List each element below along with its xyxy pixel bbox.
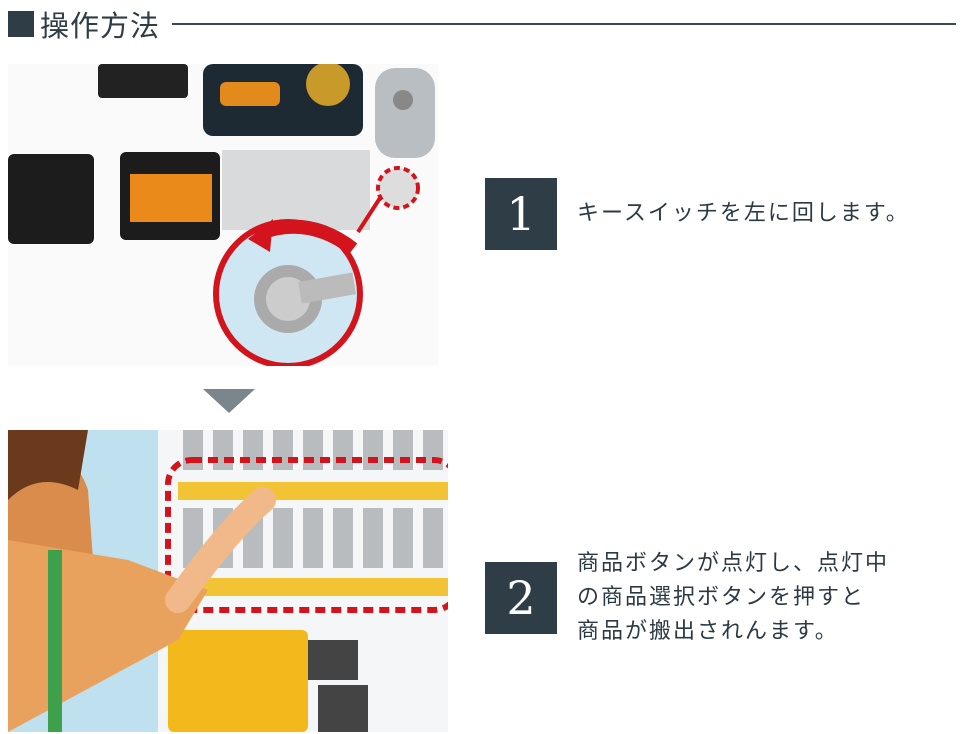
section-header: 操作方法 — [8, 6, 956, 43]
vending-button-illustration — [8, 430, 448, 732]
step-number-badge: 2 — [485, 562, 557, 634]
step-description: 商品ボタンが点灯し、点灯中 の商品選択ボタンを押すと 商品が搬出されんます。 — [577, 547, 927, 649]
key-switch-illustration — [8, 64, 438, 366]
step-description-line: 商品が搬出されんます。 — [577, 619, 839, 644]
step-description: キースイッチを左に回します。 — [577, 201, 910, 226]
down-arrow-icon — [203, 389, 255, 413]
step-number-badge: 1 — [485, 178, 557, 250]
header-divider — [172, 23, 956, 25]
step-1: 1 キースイッチを左に回します。 — [485, 178, 910, 250]
step-description-line: 商品ボタンが点灯し、点灯中 — [577, 551, 890, 576]
step-2: 2 商品ボタンが点灯し、点灯中 の商品選択ボタンを押すと 商品が搬出されんます。 — [485, 547, 927, 649]
section-title: 操作方法 — [40, 9, 161, 43]
square-bullet-icon — [8, 11, 34, 37]
step-description-line: の商品選択ボタンを押すと — [577, 585, 866, 610]
